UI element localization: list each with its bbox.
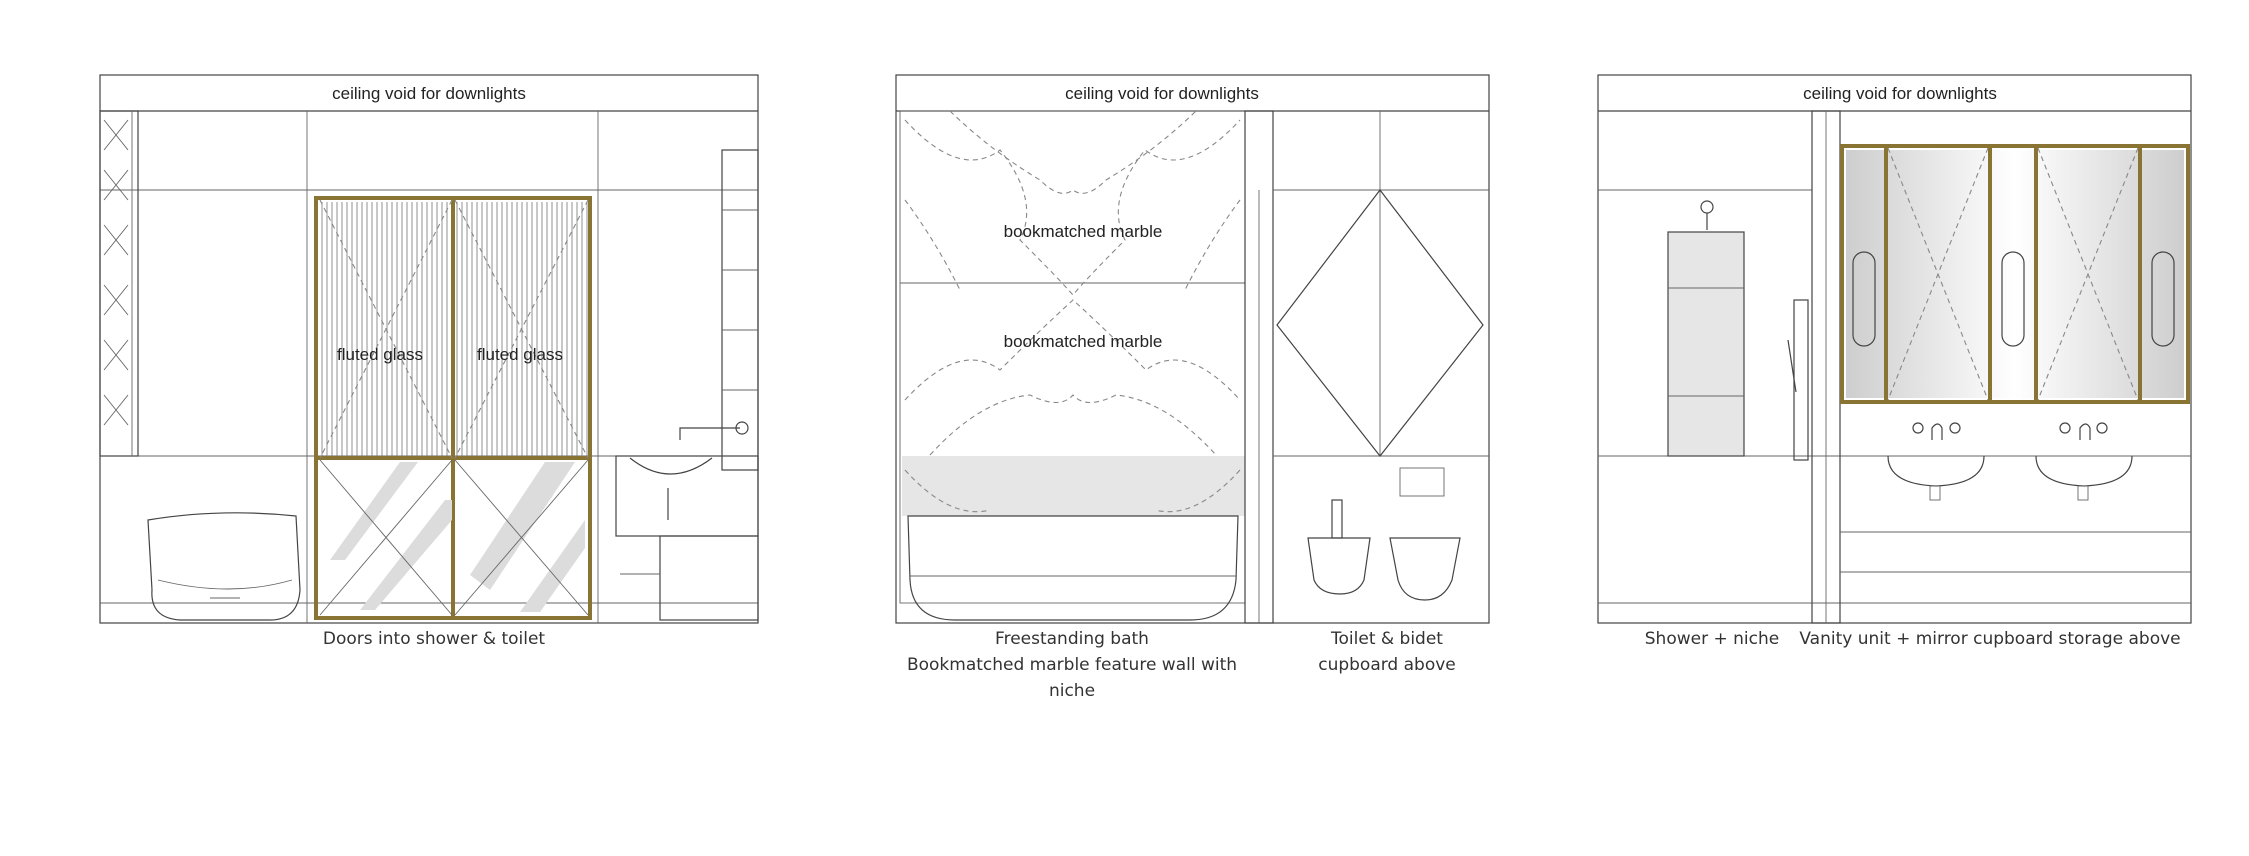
shower-head-and-niche [1667, 200, 1809, 461]
elevation-3-shower-vanity: ceiling void for downlights [1597, 74, 2192, 649]
caption-shower-niche: Shower + niche [1645, 629, 1779, 649]
ceiling-void-label: ceiling void for downlights [1065, 84, 1259, 103]
fluted-glass-label-left: fluted glass [337, 345, 423, 364]
caption-marble-feature-wall: Bookmatched marble feature wall with [907, 655, 1237, 675]
caption-niche: niche [1049, 681, 1095, 701]
marble-label-upper: bookmatched marble [1004, 222, 1163, 241]
shower-toilet-double-doors [314, 196, 592, 620]
bookmatched-marble-wall [899, 110, 1246, 604]
toilet-bidet-cupboard [1273, 111, 1489, 601]
elevation-2-bath-marble-wall: ceiling void for downlights bookmatched … [895, 74, 1490, 701]
mirror-cupboards [1840, 144, 2190, 404]
towel-ladder-rail [99, 110, 139, 457]
ceiling-void-label: ceiling void for downlights [1803, 84, 1997, 103]
ceiling-void-label: ceiling void for downlights [332, 84, 526, 103]
freestanding-bath-front [907, 515, 1239, 621]
elevation-1-shower-toilet-doors: ceiling void for downlights [99, 74, 759, 649]
freestanding-bath-side [147, 512, 301, 621]
marble-label-lower: bookmatched marble [1004, 332, 1163, 351]
caption-toilet-bidet: Toilet & bidet [1330, 629, 1443, 649]
wall-basin-and-tap [615, 149, 759, 621]
caption-freestanding-bath: Freestanding bath [995, 629, 1149, 649]
caption-vanity-mirror: Vanity unit + mirror cupboard storage ab… [1799, 629, 2180, 649]
caption-doors: Doors into shower & toilet [323, 629, 546, 649]
fluted-glass-label-right: fluted glass [477, 345, 563, 364]
caption-cupboard-above: cupboard above [1318, 655, 1456, 675]
vanity-unit-basins [1840, 422, 2191, 573]
